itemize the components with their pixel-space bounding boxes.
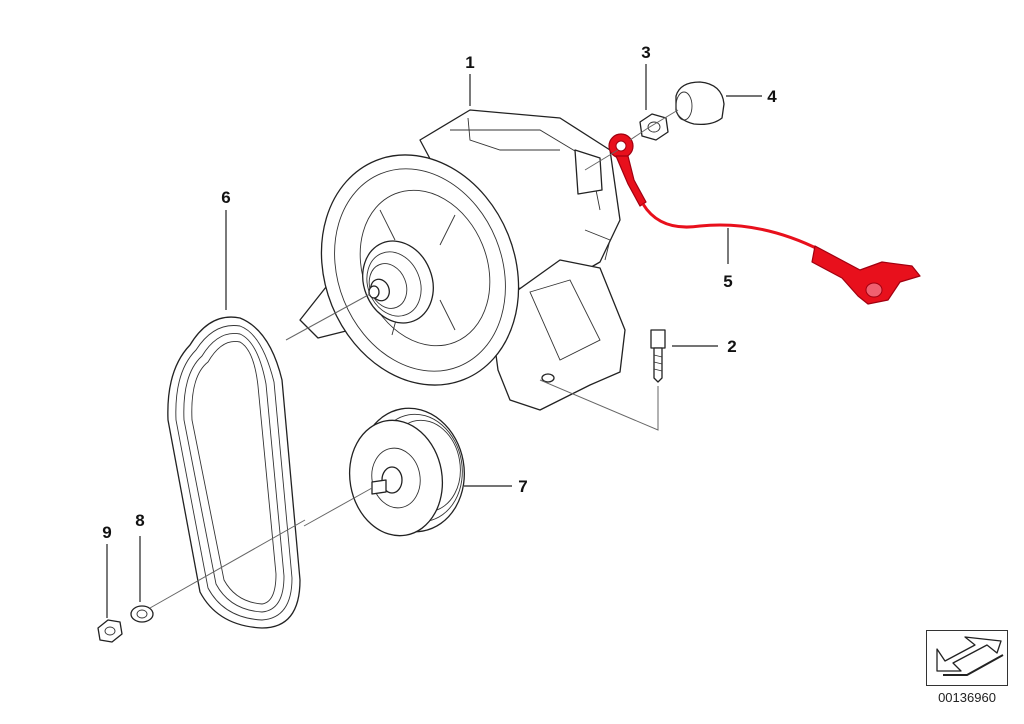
callout-9: 9 [102,523,111,542]
reference-marker [926,630,1008,686]
protective-cap-part [675,81,725,126]
reference-number: 00136960 [938,690,996,705]
callout-2: 2 [727,337,736,356]
ribbed-belt-part [167,316,301,629]
callout-6: 6 [221,188,230,207]
hex-nut-part [97,619,123,643]
battery-cable-part [608,133,921,305]
nut-part [639,113,669,141]
assembly-lines [149,109,679,609]
alternator-part [299,109,626,411]
callout-7: 7 [518,477,527,496]
callout-3: 3 [641,43,650,62]
callout-1: 1 [465,53,474,72]
leader-lines [106,64,762,618]
callout-8: 8 [135,511,144,530]
arrow-direction-icon [936,636,1004,676]
idler-pulley-part [348,407,465,537]
bolt-part [650,329,666,383]
washer-part [130,605,154,623]
callout-4: 4 [767,87,777,106]
callout-5: 5 [723,272,732,291]
